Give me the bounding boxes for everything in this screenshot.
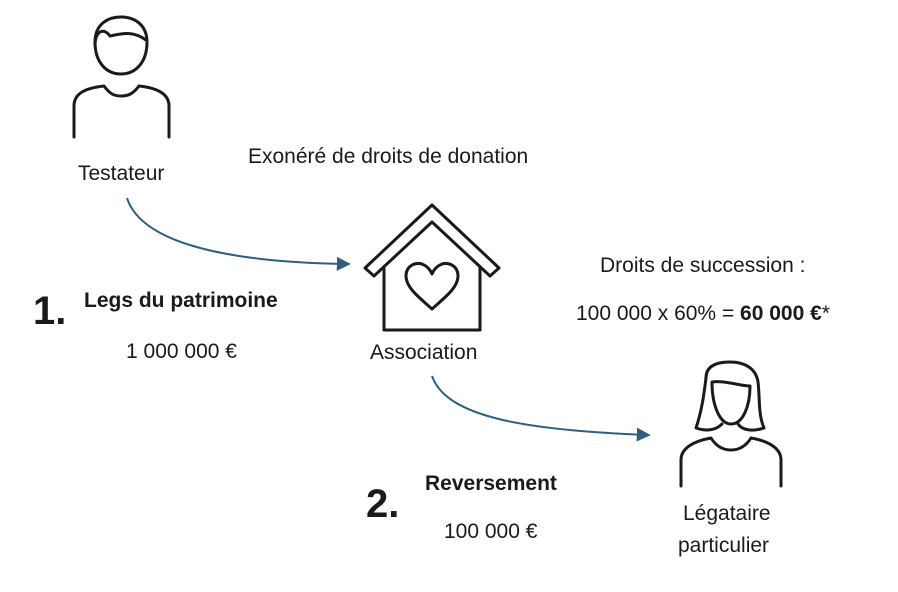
step1-number: 1.: [33, 289, 67, 333]
testateur-label: Testateur: [78, 162, 165, 185]
step1-amount: 1 000 000 €: [126, 340, 237, 363]
droits-title: Droits de succession :: [600, 254, 806, 277]
exonere-label: Exonéré de droits de donation: [248, 145, 529, 168]
droits-formula: 100 000 x 60% =: [576, 302, 741, 325]
arrow-testateur-to-association: [126, 197, 351, 271]
droits-note-marker: *: [821, 302, 830, 325]
association-label: Association: [370, 341, 478, 364]
arrow-association-to-legataire: [431, 375, 651, 442]
house-heart-icon: [363, 203, 501, 332]
legataire-label-line2: particulier: [678, 534, 770, 557]
step2-amount: 100 000 €: [444, 520, 538, 543]
man-icon: [72, 15, 171, 139]
droits-result: 60 000 €: [740, 302, 822, 325]
step1-title: Legs du patrimoine: [84, 289, 278, 312]
droits-formula-line: 100 000 x 60% = 60 000 €*: [576, 302, 830, 326]
legataire-label-line1: Légataire: [683, 502, 771, 525]
woman-icon: [679, 360, 783, 488]
step2-title: Reversement: [425, 472, 557, 495]
step2-number: 2.: [366, 482, 400, 526]
